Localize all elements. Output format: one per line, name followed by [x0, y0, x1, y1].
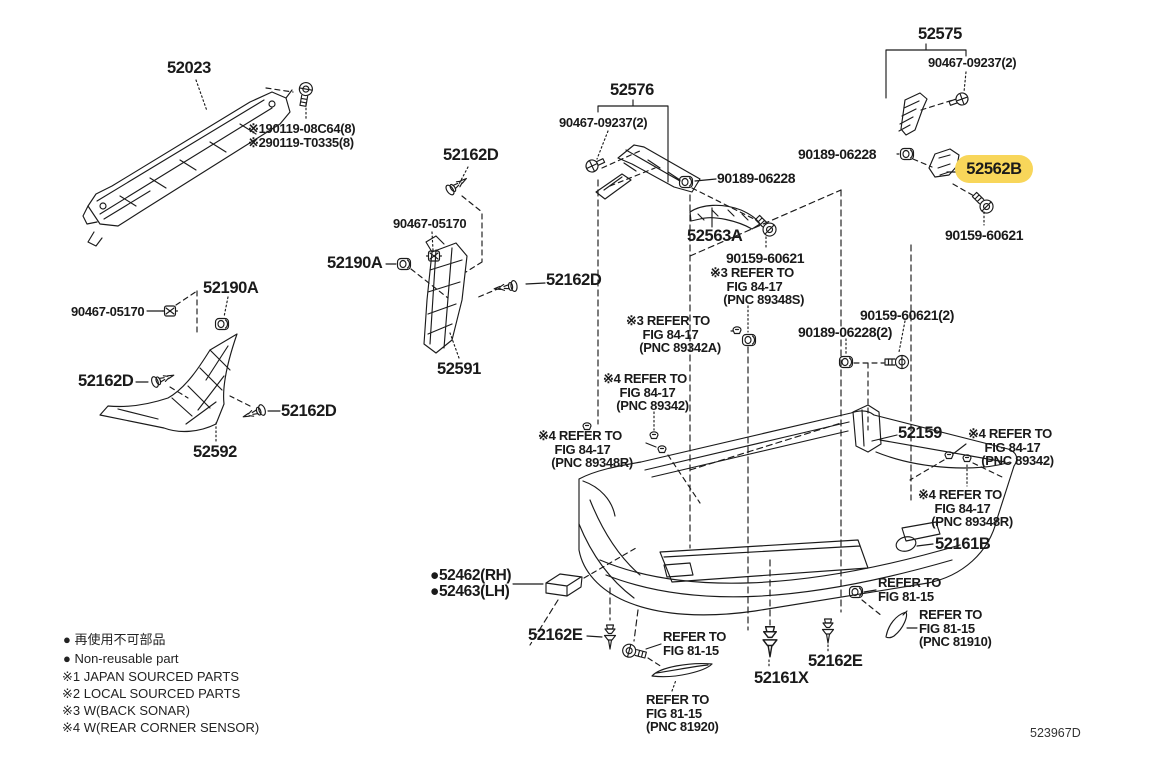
retainer-clip-icon [657, 445, 667, 454]
part-label-52162D-top[interactable]: 52162D [443, 146, 499, 164]
grommet-icon [741, 333, 757, 347]
tree-clip-icon [821, 618, 835, 644]
grommet-icon [396, 257, 412, 271]
figure-code: 523967D [1030, 726, 1081, 740]
spring-nut-icon [425, 250, 443, 262]
part-label-52190A-mid[interactable]: 52190A [327, 254, 383, 272]
bracket-52592-illustration [99, 333, 238, 433]
part-label-52161B[interactable]: 52161B [935, 535, 991, 553]
legend-note-2: ※2 LOCAL SOURCED PARTS [62, 686, 241, 701]
part-label-52463-LH[interactable]: ●52463(LH) [430, 583, 510, 600]
part-label-52591[interactable]: 52591 [437, 360, 481, 378]
part-label-90119-T0335[interactable]: ※290119-T0335(8) [248, 135, 354, 150]
legend-nonreusable-en: ● Non-reusable part [63, 651, 179, 666]
part-label-90159-60621-mid[interactable]: 90159-60621 [726, 250, 805, 266]
part-label-90189-06228-2[interactable]: 90189-06228(2) [798, 324, 893, 340]
part-label-90189-06228-right[interactable]: 90189-06228 [798, 146, 877, 162]
ref-note-89342A: ※3 REFER TO FIG 84-17 (PNC 89342A) [626, 313, 721, 355]
legend-note-1: ※1 JAPAN SOURCED PARTS [62, 669, 240, 684]
ref-note-fig81-15-mid: REFER TO FIG 81-15 [663, 629, 727, 658]
part-label-90467-05170-left[interactable]: 90467-05170 [71, 304, 145, 319]
part-label-52576[interactable]: 52576 [610, 81, 654, 99]
part-label-52162D-leftright[interactable]: 52162D [281, 402, 337, 420]
grommet-icon [214, 317, 230, 331]
ref-note-89348R-left: ※4 REFER TO FIG 84-17 (PNC 89348R) [538, 428, 633, 470]
part-label-52159[interactable]: 52159 [898, 424, 942, 442]
ref-note-89342-right: ※4 REFER TO FIG 84-17 (PNC 89342) [968, 426, 1054, 468]
clip-screw-icon [443, 173, 471, 197]
part-label-52162E-right[interactable]: 52162E [808, 652, 863, 670]
part-label-90467-09237-right[interactable]: 90467-09237(2) [928, 55, 1017, 70]
part-label-90467-05170-mid[interactable]: 90467-05170 [393, 216, 467, 231]
legend-note-4: ※4 W(REAR CORNER SENSOR) [62, 720, 260, 735]
grommet-icon [678, 175, 694, 189]
tree-clip-icon [603, 624, 617, 650]
retainer-clip-icon [944, 451, 954, 460]
part-label-52563A[interactable]: 52563A [687, 227, 743, 245]
part-label-52162E-left[interactable]: 52162E [528, 626, 583, 644]
part-label-52592[interactable]: 52592 [193, 443, 237, 461]
ref-note-89348R-right: ※4 REFER TO FIG 84-17 (PNC 89348R) [918, 487, 1013, 529]
trim-strip-81920-illustration [651, 663, 713, 678]
bolt-icon [295, 80, 314, 108]
part-label-52161X[interactable]: 52161X [754, 669, 809, 687]
bolt-icon [884, 354, 910, 370]
legend-nonreusable-jp: ● 再使用不可部品 [63, 632, 166, 647]
part-label-90467-09237-mid[interactable]: 90467-09237(2) [559, 115, 648, 130]
pad-52462-illustration [545, 573, 583, 597]
part-label-52575[interactable]: 52575 [918, 25, 962, 43]
retainer-clip-icon [732, 326, 742, 335]
part-label-90189-06228-mid[interactable]: 90189-06228 [717, 170, 796, 186]
ref-note-89348S: ※3 REFER TO FIG 84-17 (PNC 89348S) [710, 265, 805, 307]
bolt-icon [620, 642, 648, 662]
part-label-90159-60621-2[interactable]: 90159-60621(2) [860, 307, 955, 323]
part-label-90159-60621-right[interactable]: 90159-60621 [945, 227, 1024, 243]
screw-icon [583, 154, 607, 175]
retainer-clip-icon [649, 431, 659, 440]
clip-screw-icon [240, 403, 268, 423]
part-label-52162D-midright[interactable]: 52162D [546, 271, 602, 289]
clip-screw-icon [492, 279, 519, 295]
reinforcement-52023-illustration [82, 89, 293, 247]
grommet-icon [899, 147, 915, 161]
part-label-90119-08C64[interactable]: ※190119-08C64(8) [248, 121, 356, 136]
bracket-52575-illustration [898, 92, 928, 136]
highlighted-part-label-52562B[interactable]: 52562B [955, 155, 1033, 183]
part-label-52462-RH[interactable]: ●52462(RH) [430, 567, 512, 584]
pad-52161B-illustration [895, 536, 917, 552]
ref-note-89342-mid: ※4 REFER TO FIG 84-17 (PNC 89342) [603, 371, 689, 413]
spring-nut-icon [161, 305, 179, 317]
legend-note-3: ※3 W(BACK SONAR) [62, 703, 190, 718]
bracket-52576-illustration [595, 144, 701, 200]
bumper-cover-52159-illustration [529, 404, 1018, 646]
part-label-52162D-left[interactable]: 52162D [78, 372, 134, 390]
ref-note-81920: REFER TO FIG 81-15 (PNC 81920) [646, 692, 719, 734]
tree-clip-icon [762, 626, 778, 658]
ref-note-fig81-15-right: REFER TO FIG 81-15 [878, 575, 942, 604]
ref-note-81910: REFER TO FIG 81-15 (PNC 81910) [919, 607, 992, 649]
bracket-52562B-illustration [928, 148, 960, 178]
part-label-52190A-left[interactable]: 52190A [203, 279, 259, 297]
clip-screw-icon [149, 369, 177, 389]
bolt-icon [969, 189, 997, 217]
part-label-52023[interactable]: 52023 [167, 59, 211, 77]
trim-81910-illustration [885, 610, 908, 639]
